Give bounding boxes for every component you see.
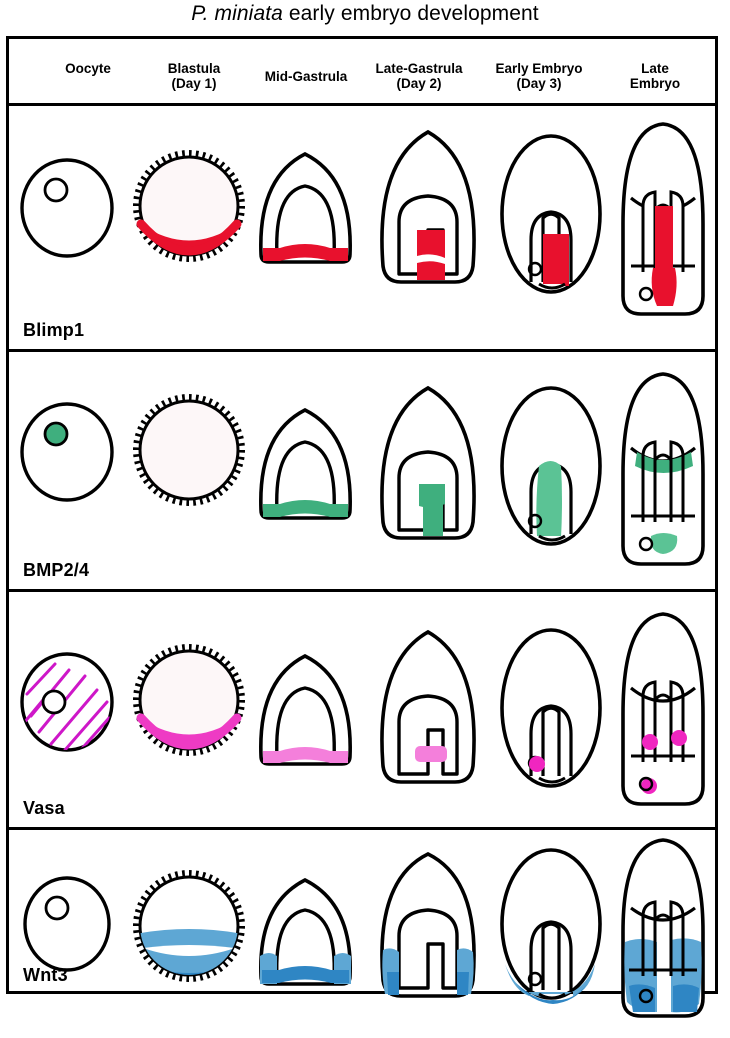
cell-bmp24-blastula xyxy=(127,352,252,589)
oocyte-drawing xyxy=(20,158,114,258)
gene-row-bmp24: BMP2/4 xyxy=(9,349,715,589)
mid-gastrula-drawing xyxy=(259,151,352,264)
late-embryo-drawing xyxy=(621,612,705,806)
gene-row-vasa: Vasa xyxy=(9,589,715,827)
expression-stain xyxy=(635,452,693,473)
gene-row-wnt3: Wnt3 xyxy=(9,827,717,1018)
late-gastrula-drawing xyxy=(380,851,476,998)
cell-wnt3-late-gastrula xyxy=(361,830,497,998)
row-label-vasa: Vasa xyxy=(23,798,65,818)
cilia-ring xyxy=(133,150,245,262)
cell-bmp24-late-embryo xyxy=(609,352,717,589)
mid-gastrula-drawing xyxy=(259,407,352,520)
column-header-row: Oocyte Blastula (Day 1) Mid-Gastrula Lat… xyxy=(9,39,715,103)
oocyte-drawing xyxy=(23,876,111,972)
column-header-early-embryo: Early Embryo (Day 3) xyxy=(469,61,609,91)
column-header-line1: Early Embryo xyxy=(495,61,583,76)
figure-title: P. miniata early embryo development xyxy=(0,2,730,26)
column-header-late-embryo: Late Embryo xyxy=(599,61,711,91)
cell-vasa-blastula xyxy=(127,592,252,827)
column-header-line1: Oocyte xyxy=(65,61,111,76)
cell-wnt3-early-embryo xyxy=(491,830,615,1004)
expression-stain xyxy=(415,746,447,762)
figure-panel: P. miniata early embryo development Oocy… xyxy=(0,2,730,1018)
blastula-drawing xyxy=(133,644,245,756)
column-header-late-gastrula: Late-Gastrula (Day 2) xyxy=(349,61,489,91)
late-gastrula-drawing xyxy=(380,385,476,540)
expression-stain xyxy=(536,461,562,538)
expression-stain xyxy=(529,756,545,772)
expression-stain xyxy=(43,421,69,447)
row-label-blimp1: Blimp1 xyxy=(23,320,85,340)
column-header-line2: (Day 3) xyxy=(516,76,562,91)
blastula-drawing xyxy=(133,394,245,506)
late-embryo-drawing xyxy=(621,838,705,1018)
late-embryo-drawing xyxy=(621,372,705,566)
early-embryo-drawing xyxy=(500,628,602,788)
column-header-blastula: Blastula (Day 1) xyxy=(129,61,259,91)
expression-stain xyxy=(505,964,595,1004)
early-embryo-drawing xyxy=(500,134,602,294)
cell-bmp24-mid-gastrula xyxy=(249,352,369,589)
cell-bmp24-oocyte xyxy=(9,352,129,589)
cell-bmp24-early-embryo xyxy=(491,352,615,589)
blastula-drawing xyxy=(133,150,245,262)
cell-bmp24-late-gastrula xyxy=(361,352,497,589)
expression-stain xyxy=(263,244,348,261)
column-header-oocyte: Oocyte xyxy=(13,61,163,76)
expression-stain xyxy=(543,234,569,286)
column-header-line2: (Day 1) xyxy=(171,76,217,91)
expression-stain xyxy=(22,662,111,750)
column-header-line1: Blastula xyxy=(167,61,221,76)
column-header-mid-gastrula: Mid-Gastrula xyxy=(241,69,371,84)
cell-blimp1-late-gastrula xyxy=(361,106,497,349)
gene-row-blimp1: Blimp1 xyxy=(9,103,715,349)
figure-title-rest: early embryo development xyxy=(282,2,539,25)
cell-vasa-mid-gastrula xyxy=(249,592,369,827)
column-header-line1: Late xyxy=(641,61,669,76)
expression-stain xyxy=(382,948,474,995)
oocyte-drawing xyxy=(20,652,114,752)
early-embryo-drawing xyxy=(500,848,602,1004)
column-header-line1: Mid-Gastrula xyxy=(264,69,348,84)
cell-blimp1-blastula xyxy=(127,106,252,349)
mid-gastrula-drawing xyxy=(259,653,352,766)
cell-blimp1-late-embryo xyxy=(609,106,717,349)
expression-stain xyxy=(140,929,238,975)
cell-vasa-early-embryo xyxy=(491,592,615,827)
late-gastrula-drawing xyxy=(380,129,476,284)
early-embryo-drawing xyxy=(500,386,602,546)
column-header-line2: Embryo xyxy=(629,76,681,91)
figure-grid: Oocyte Blastula (Day 1) Mid-Gastrula Lat… xyxy=(6,36,718,1018)
blastula-drawing xyxy=(133,870,245,982)
cell-vasa-late-embryo xyxy=(609,592,717,827)
oocyte-drawing xyxy=(20,402,114,502)
late-embryo-drawing xyxy=(621,122,705,316)
cell-blimp1-mid-gastrula xyxy=(249,106,369,349)
expression-stain xyxy=(651,268,677,306)
cell-wnt3-oocyte xyxy=(9,830,129,994)
figure-title-species: P. miniata xyxy=(191,2,283,25)
late-gastrula-drawing xyxy=(380,629,476,784)
cell-vasa-late-gastrula xyxy=(361,592,497,827)
column-header-line2: (Day 2) xyxy=(396,76,442,91)
cell-blimp1-oocyte xyxy=(9,106,129,349)
expression-stain xyxy=(263,747,348,763)
mid-gastrula-drawing xyxy=(259,877,352,986)
cell-vasa-oocyte xyxy=(9,592,129,827)
cell-blimp1-early-embryo xyxy=(491,106,615,349)
row-label-bmp24: BMP2/4 xyxy=(23,560,90,580)
expression-stain xyxy=(263,500,348,517)
expression-stain xyxy=(260,953,351,984)
cell-wnt3-blastula xyxy=(127,830,252,994)
cell-wnt3-mid-gastrula xyxy=(249,830,369,994)
cell-wnt3-late-embryo xyxy=(609,830,717,1018)
column-header-line1: Late-Gastrula xyxy=(375,61,463,76)
